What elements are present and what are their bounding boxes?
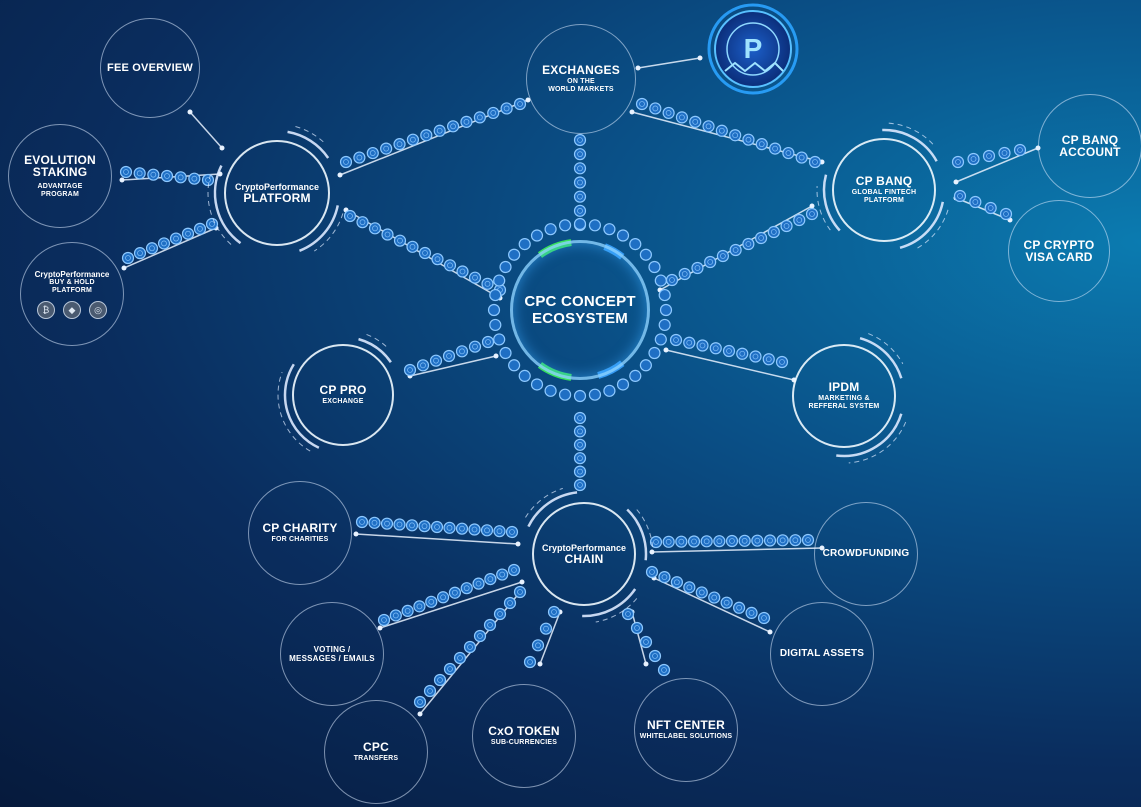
- voting-title-2: MESSAGES / EMAILS: [289, 654, 375, 663]
- exchanges-sub-2: WORLD MARKETS: [548, 86, 614, 93]
- cpc-transfers-node[interactable]: CPC TRANSFERS: [324, 700, 428, 804]
- cpbanq-account-title-2: ACCOUNT: [1059, 145, 1121, 159]
- cppro-title: CP PRO: [319, 383, 367, 397]
- chain-title: CHAIN: [564, 551, 604, 566]
- cxo-token-node[interactable]: CxO TOKEN SUB-CURRENCIES: [472, 684, 576, 788]
- fee-title: FEE OVERVIEW: [107, 62, 193, 74]
- nft-center-node[interactable]: NFT CENTER WHITELABEL SOLUTIONS: [634, 678, 738, 782]
- token-coin-icon: ◎: [89, 300, 107, 319]
- cryptoperformance-platform-node[interactable]: CryptoPerformance PLATFORM: [224, 140, 330, 246]
- charity-title: CP CHARITY: [262, 521, 338, 535]
- digital-title: DIGITAL ASSETS: [779, 648, 865, 659]
- exchanges-sub-1: ON THE: [567, 78, 595, 85]
- cpcrypto-title-2: VISA CARD: [1025, 250, 1093, 264]
- digital-assets-node[interactable]: DIGITAL ASSETS: [770, 602, 874, 706]
- exchanges-node[interactable]: EXCHANGES ON THE WORLD MARKETS: [526, 24, 636, 134]
- voting-messages-emails-node[interactable]: VOTING / MESSAGES / EMAILS: [280, 602, 384, 706]
- platform-title: PLATFORM: [243, 190, 311, 205]
- bead-chains: [119, 97, 1027, 709]
- cppro-sub: EXCHANGE: [322, 398, 364, 405]
- bitcoin-coin-icon: ₿: [37, 300, 55, 319]
- nft-title: NFT CENTER: [647, 718, 725, 732]
- cpc-concept-ecosystem-node[interactable]: CPC CONCEPT ECOSYSTEM: [510, 240, 650, 380]
- cpbanq-title: CP BANQ: [855, 174, 913, 188]
- voting-title-1: VOTING /: [313, 645, 351, 654]
- buy-hold-platform-node[interactable]: CryptoPerformance BUY & HOLD PLATFORM ₿ …: [20, 242, 124, 346]
- decorative-arcs: [207, 122, 949, 623]
- cp-pro-node[interactable]: CP PRO EXCHANGE: [292, 344, 394, 446]
- cp-charity-node[interactable]: CP CHARITY FOR CHARITIES: [248, 481, 352, 585]
- ethereum-coin-icon: ◆: [63, 300, 81, 319]
- crowdfunding-node[interactable]: CROWDFUNDING: [814, 502, 918, 606]
- cpcrypto-title-1: CP CRYPTO: [1023, 238, 1095, 252]
- evolution-staking-node[interactable]: EVOLUTION STAKING ADVANTAGE PROGRAM: [8, 124, 112, 228]
- ipdm-node[interactable]: IPDM MARKETING & REFFERAL SYSTEM: [792, 344, 896, 448]
- buyhold-line-3: PLATFORM: [52, 286, 92, 294]
- chain-subtitle: CryptoPerformance: [541, 542, 627, 553]
- charity-sub: FOR CHARITIES: [271, 536, 329, 543]
- cpc-logo: P: [707, 3, 799, 95]
- transfers-sub: TRANSFERS: [353, 755, 399, 762]
- cpbanq-sub-1: GLOBAL FINTECH: [851, 189, 917, 196]
- exchanges-title: EXCHANGES: [542, 63, 620, 77]
- cp-banq-node[interactable]: CP BANQ GLOBAL FINTECH PLATFORM: [832, 138, 936, 242]
- token-title: CxO TOKEN: [488, 724, 560, 738]
- cryptoperformance-chain-node[interactable]: CryptoPerformance CHAIN: [532, 502, 636, 606]
- center-title-line-1: CPC CONCEPT: [524, 293, 636, 310]
- cp-crypto-visa-card-node[interactable]: CP CRYPTO VISA CARD: [1008, 200, 1110, 302]
- logo-letter: P: [744, 33, 763, 64]
- cpbanq-sub-2: PLATFORM: [864, 197, 904, 204]
- buyhold-line-2: BUY & HOLD: [49, 278, 95, 286]
- crowdfunding-title: CROWDFUNDING: [822, 548, 910, 559]
- coin-icons-row: ₿ ◆ ◎: [37, 300, 107, 319]
- ipdm-title: IPDM: [828, 380, 860, 394]
- evolution-sub-2: PROGRAM: [41, 190, 79, 198]
- transfers-title: CPC: [363, 740, 389, 754]
- evolution-title-2: STAKING: [32, 164, 88, 179]
- buyhold-line-1: CryptoPerformance: [34, 269, 110, 279]
- nft-sub: WHITELABEL SOLUTIONS: [639, 733, 733, 740]
- center-title-line-2: ECOSYSTEM: [532, 310, 628, 327]
- cp-banq-account-node[interactable]: CP BANQ ACCOUNT: [1038, 94, 1141, 198]
- cpbanq-account-title-1: CP BANQ: [1061, 133, 1119, 147]
- fee-overview-node[interactable]: FEE OVERVIEW: [100, 18, 200, 118]
- ipdm-sub-1: MARKETING &: [818, 395, 870, 402]
- evolution-sub-1: ADVANTAGE: [37, 182, 83, 190]
- ipdm-sub-2: REFFERAL SYSTEM: [808, 403, 880, 410]
- platform-subtitle: CryptoPerformance: [234, 181, 320, 192]
- evolution-title-1: EVOLUTION: [24, 152, 96, 167]
- token-sub: SUB-CURRENCIES: [490, 739, 558, 746]
